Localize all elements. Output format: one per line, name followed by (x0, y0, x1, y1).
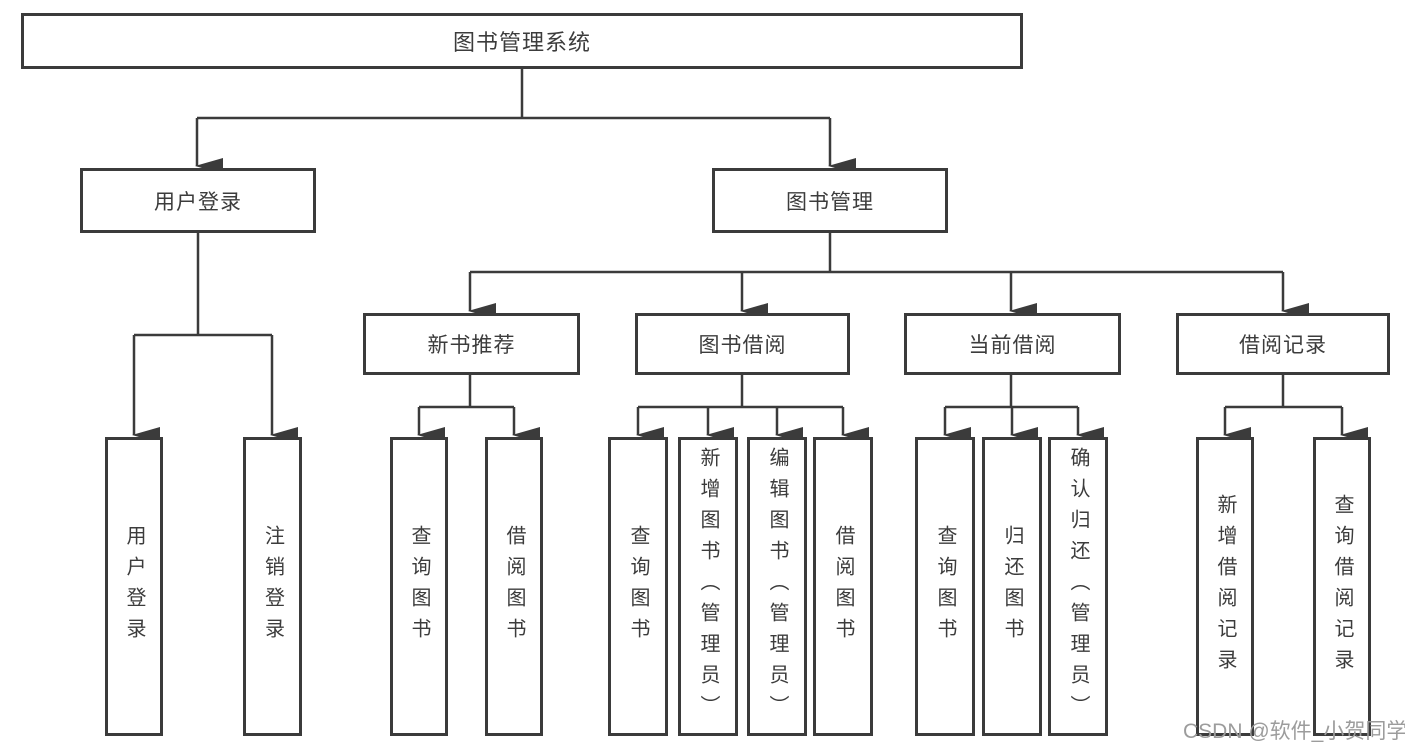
node-book-borrowing: 图书借阅 (635, 313, 850, 375)
node-label: 查询图书 (934, 524, 956, 649)
node-label: 用户登录 (154, 190, 242, 214)
node-label: 当前借阅 (968, 334, 1057, 357)
node-label: 归还图书 (1001, 524, 1023, 649)
node-label: 新增借阅记录 (1214, 493, 1236, 680)
leaf-logout: 注销登录 (243, 437, 302, 736)
csdn-watermark: CSDN @软件_小贺同学 (1183, 720, 1405, 743)
node-book-management: 图书管理 (712, 168, 948, 233)
leaf-query-books-current: 查询图书 (915, 437, 975, 736)
node-label: 查询图书 (408, 524, 430, 649)
leaf-borrow-books: 借阅图书 (813, 437, 873, 736)
leaf-add-borrow-record: 新增借阅记录 (1196, 437, 1254, 736)
node-user-login: 用户登录 (80, 168, 316, 233)
node-label: 图书管理 (786, 190, 874, 214)
node-label: 查询图书 (627, 524, 649, 649)
node-label: 用户登录 (123, 524, 145, 649)
node-label: 确认归还（管理员） (1067, 447, 1089, 726)
leaf-edit-books-admin: 编辑图书（管理员） (747, 437, 807, 736)
node-label: 借阅记录 (1239, 334, 1327, 357)
node-label: 借阅图书 (503, 524, 525, 649)
node-label: 图书借阅 (698, 334, 787, 357)
node-library-management-system: 图书管理系统 (21, 13, 1023, 69)
leaf-confirm-return-admin: 确认归还（管理员） (1048, 437, 1108, 736)
leaf-borrow-books-recommendation: 借阅图书 (485, 437, 543, 736)
node-label: 新书推荐 (427, 334, 516, 357)
leaf-query-borrow-record: 查询借阅记录 (1313, 437, 1371, 736)
node-label: 新增图书（管理员） (697, 447, 719, 726)
node-borrowing-records: 借阅记录 (1176, 313, 1390, 375)
leaf-user-login: 用户登录 (105, 437, 163, 736)
leaf-return-books: 归还图书 (982, 437, 1042, 736)
node-current-borrowing: 当前借阅 (904, 313, 1121, 375)
node-label: 编辑图书（管理员） (766, 447, 788, 726)
node-label: 借阅图书 (832, 524, 854, 649)
leaf-add-books-admin: 新增图书（管理员） (678, 437, 738, 736)
node-label: 注销登录 (261, 524, 284, 649)
node-label: 查询借阅记录 (1331, 493, 1353, 680)
leaf-query-books-borrowing: 查询图书 (608, 437, 668, 736)
node-new-book-recommendation: 新书推荐 (363, 313, 580, 375)
node-label: 图书管理系统 (452, 30, 591, 55)
leaf-query-books-recommendation: 查询图书 (390, 437, 448, 736)
